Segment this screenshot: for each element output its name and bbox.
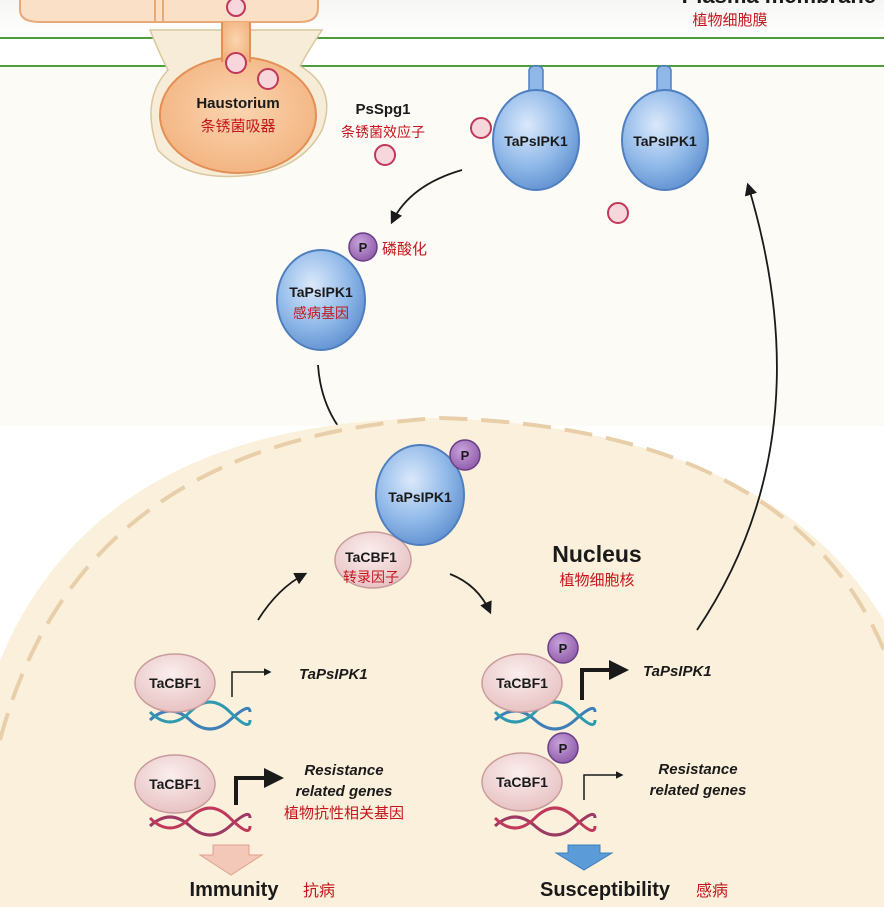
haustorium-label: Haustorium	[196, 95, 279, 112]
phosphorylation-label: 磷酸化	[382, 241, 427, 258]
susceptibility-label-cn: 感病	[696, 882, 728, 900]
kinase-label: TaPsIPK1	[289, 284, 353, 300]
dna-strand	[148, 812, 252, 837]
susceptibility-label: Susceptibility	[540, 879, 671, 901]
kinase-membrane-2	[621, 89, 709, 191]
promoter-arrow-weak	[583, 771, 624, 800]
fungal-hypha	[19, 0, 319, 23]
effector-particle	[257, 68, 279, 90]
effector-particle	[225, 52, 247, 74]
effector-particle	[607, 202, 629, 224]
kinase-label: TaPsIPK1	[633, 133, 697, 149]
arrow-to-phosphorylation	[390, 169, 463, 225]
phospho-badge	[547, 732, 579, 764]
kinase-nuclear	[375, 444, 465, 546]
effector-label-cn: 条锈菌效应子	[341, 124, 425, 140]
susceptibility-gene-label: 感病基因	[293, 305, 349, 321]
immunity-label: Immunity	[190, 879, 280, 901]
cytoplasm-region	[0, 66, 884, 426]
nuclear-envelope	[0, 415, 884, 741]
tf-label: TaCBF1	[496, 675, 548, 691]
membrane-title-cn: 植物细胞膜	[692, 12, 767, 29]
gene-label-resistance-1: Resistance	[304, 762, 383, 779]
nucleus-label: Nucleus	[552, 541, 641, 567]
promoter-arrow-strong	[234, 768, 284, 805]
kinase-label: TaPsIPK1	[504, 133, 568, 149]
effector-particle	[374, 144, 396, 166]
tf-label: TaCBF1	[149, 776, 201, 792]
tf-right-2	[481, 752, 563, 812]
tf-right-1	[481, 653, 563, 713]
kinase-label: TaPsIPK1	[388, 489, 452, 505]
phospho-badge	[547, 632, 579, 664]
tf-label-cn: 转录因子	[343, 569, 399, 585]
promoter-arrow-strong	[580, 660, 629, 700]
arrow-right-branch	[449, 573, 492, 615]
tf-label: TaCBF1	[345, 549, 397, 565]
kinase-phosphorylated	[276, 249, 366, 351]
tf-left-1	[134, 653, 216, 713]
svg-text:P: P	[461, 448, 470, 463]
susceptibility-arrow	[554, 844, 614, 871]
membrane-title: Plasma membrane	[682, 0, 876, 8]
haustorium-label-cn: 条锈菌吸器	[200, 118, 275, 135]
kinase-membrane-1	[492, 89, 580, 191]
gene-label-resistance-2: related genes	[650, 782, 747, 799]
immunity-arrow	[198, 844, 264, 876]
svg-text:P: P	[559, 641, 568, 656]
promoter-arrow-weak	[231, 668, 272, 697]
gene-label-resistance-2: related genes	[296, 783, 393, 800]
arrow-return-to-membrane	[696, 182, 778, 631]
tf-complex	[334, 531, 412, 589]
tf-left-2	[134, 754, 216, 814]
svg-text:P: P	[559, 741, 568, 756]
nucleus	[0, 418, 884, 907]
tf-label: TaCBF1	[496, 774, 548, 790]
phospho-badge	[348, 232, 378, 262]
phospho-badge	[449, 439, 481, 471]
tf-label: TaCBF1	[149, 675, 201, 691]
gene-label-tapsipk1: TaPsIPK1	[299, 666, 368, 683]
gene-label-resistance-cn: 植物抗性相关基因	[284, 805, 404, 822]
effector-label: PsSpg1	[355, 101, 410, 118]
nucleus-label-cn: 植物细胞核	[559, 572, 634, 589]
svg-text:P: P	[359, 240, 368, 255]
gene-label-resistance-1: Resistance	[658, 761, 737, 778]
immunity-label-cn: 抗病	[303, 882, 335, 900]
haustorium	[159, 56, 317, 174]
effector-particle	[226, 0, 246, 17]
gene-label-tapsipk1: TaPsIPK1	[643, 663, 712, 680]
arrow-left-branch	[257, 572, 308, 621]
effector-particle	[470, 117, 492, 139]
dna-strand	[493, 812, 597, 837]
